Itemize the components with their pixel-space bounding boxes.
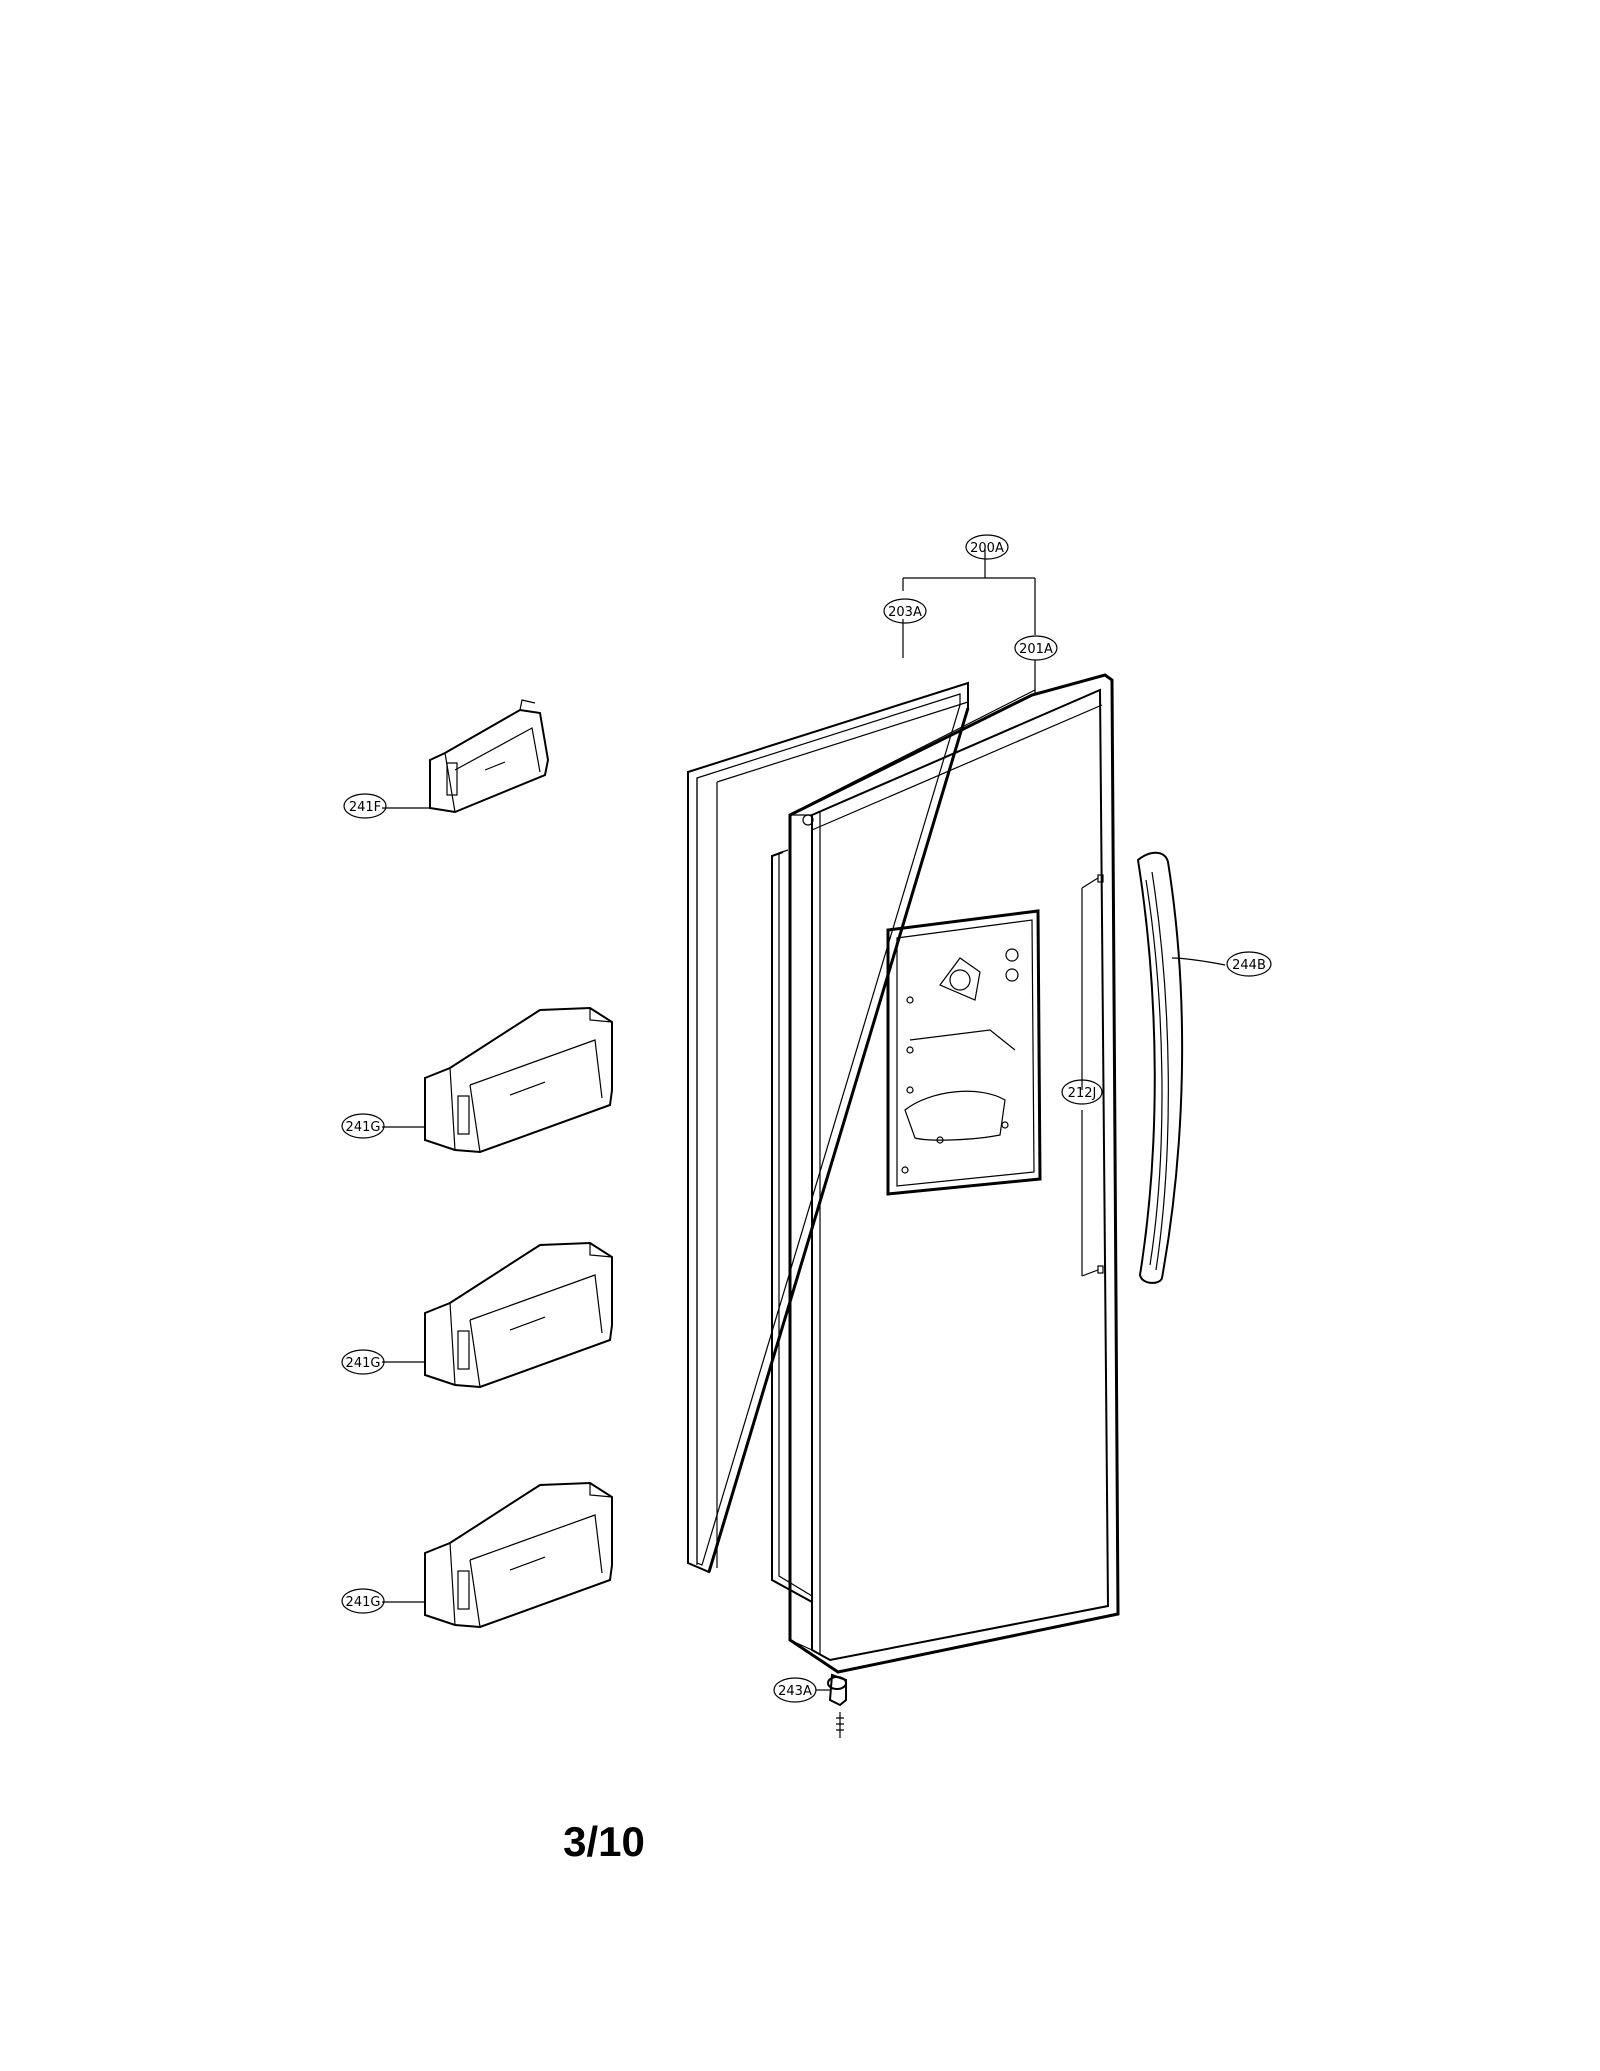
dispenser-recess: [886, 909, 1042, 1196]
door-hinge-screw: [827, 1673, 847, 1738]
door-handle: [1136, 851, 1184, 1284]
door-bin-middle: [424, 1241, 613, 1389]
callout-203A: 203A: [883, 598, 927, 624]
door-bin-upper: [424, 1006, 613, 1154]
callout-label: 212J: [1068, 1086, 1097, 1101]
callout-label: 241G: [346, 1120, 381, 1135]
page-number: 3/10: [563, 1818, 645, 1865]
callout-241G-lower: 241G: [341, 1588, 385, 1614]
callout-label: 241G: [346, 1356, 381, 1371]
callout-label: 201A: [1019, 642, 1053, 657]
callout-241F: 241F: [343, 793, 387, 819]
callout-label: 243A: [778, 1684, 812, 1699]
door-bin-lower: [424, 1481, 613, 1629]
callout-244B: 244B: [1226, 951, 1272, 977]
leader-lines: [382, 549, 1226, 1691]
callout-241G-middle: 241G: [341, 1349, 385, 1375]
callout-label: 200A: [970, 541, 1004, 556]
door-gasket: [687, 681, 970, 1574]
callout-200A: 200A: [965, 534, 1009, 560]
callout-label: 244B: [1232, 958, 1266, 973]
small-door-bin: [429, 699, 550, 814]
callout-212J: 212J: [1061, 1079, 1103, 1105]
callout-241G-upper: 241G: [341, 1113, 385, 1139]
callout-243A: 243A: [773, 1677, 817, 1703]
callout-label: 241G: [346, 1595, 381, 1610]
callout-label: 241F: [349, 800, 381, 815]
refrigerator-door: [771, 673, 1120, 1674]
callout-201A: 201A: [1014, 635, 1058, 661]
callout-label: 203A: [888, 605, 922, 620]
